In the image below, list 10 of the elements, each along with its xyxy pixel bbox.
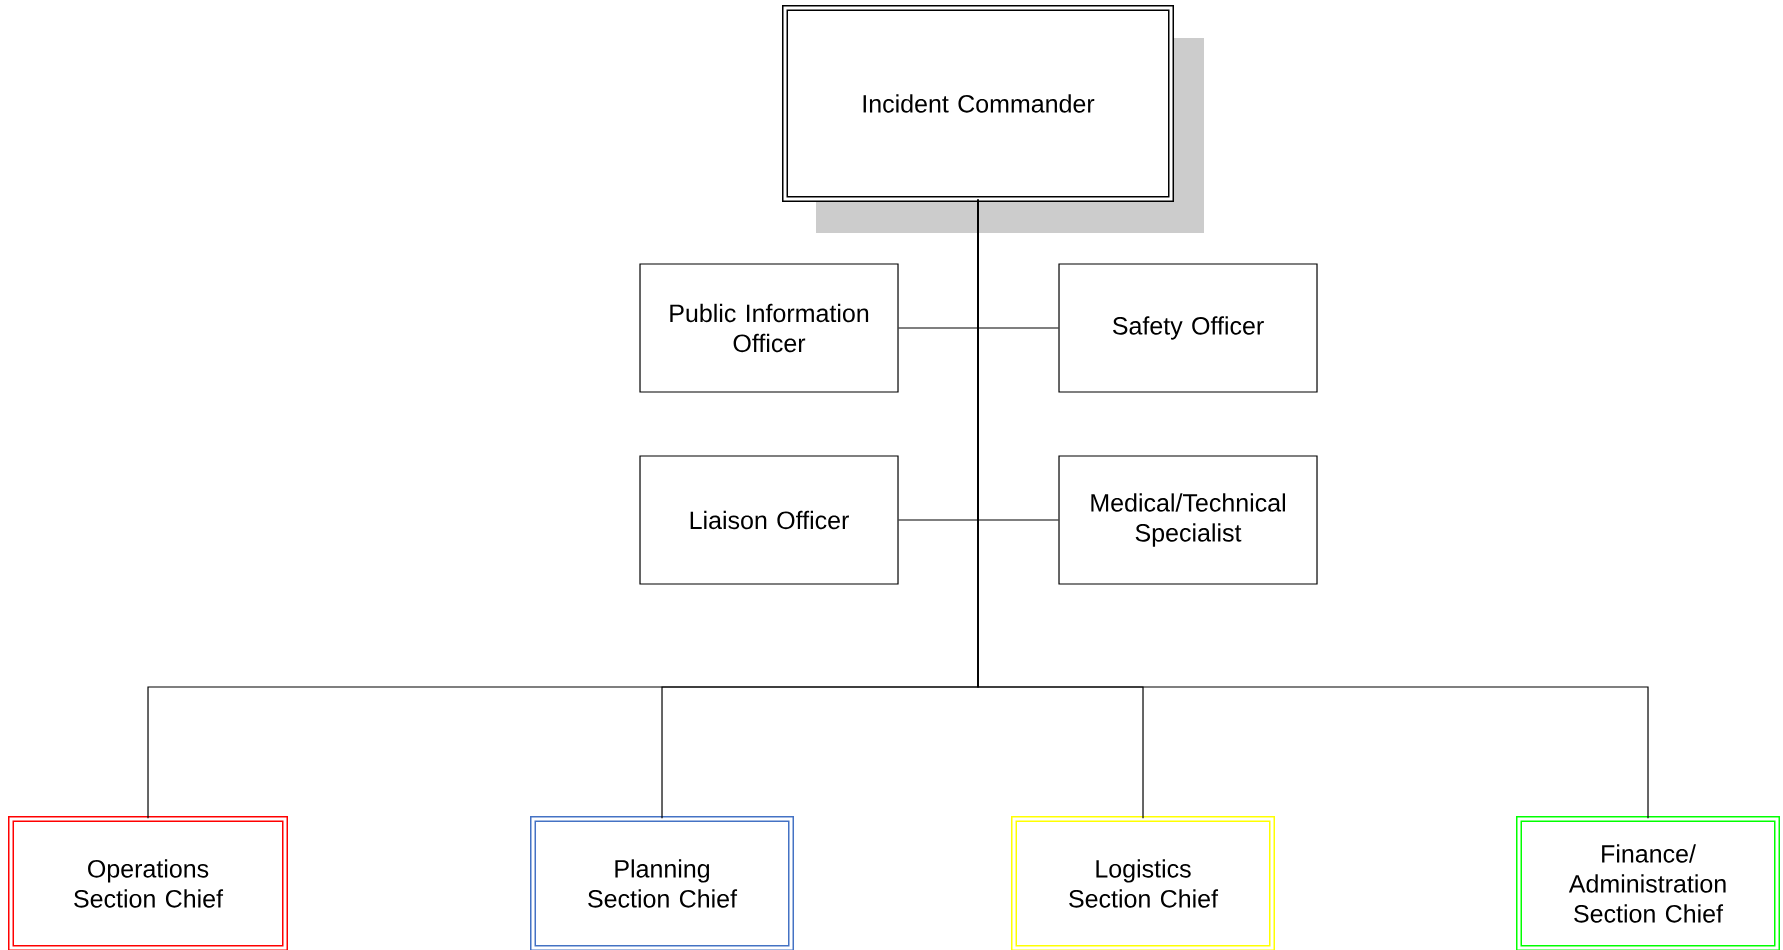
connector-line — [977, 199, 1649, 819]
section-box: Operations Section Chief — [8, 816, 288, 950]
section-box: Logistics Section Chief — [1011, 816, 1275, 950]
section-box: Planning Section Chief — [530, 816, 794, 950]
officer-box: Medical/Technical Specialist — [1058, 455, 1318, 585]
officer-box: Liaison Officer — [639, 455, 899, 585]
commander-box: Incident Commander — [782, 5, 1174, 202]
section-box: Finance/ Administration Section Chief — [1516, 816, 1780, 950]
officer-box: Public Information Officer — [639, 263, 899, 393]
officer-box: Safety Officer — [1058, 263, 1318, 393]
